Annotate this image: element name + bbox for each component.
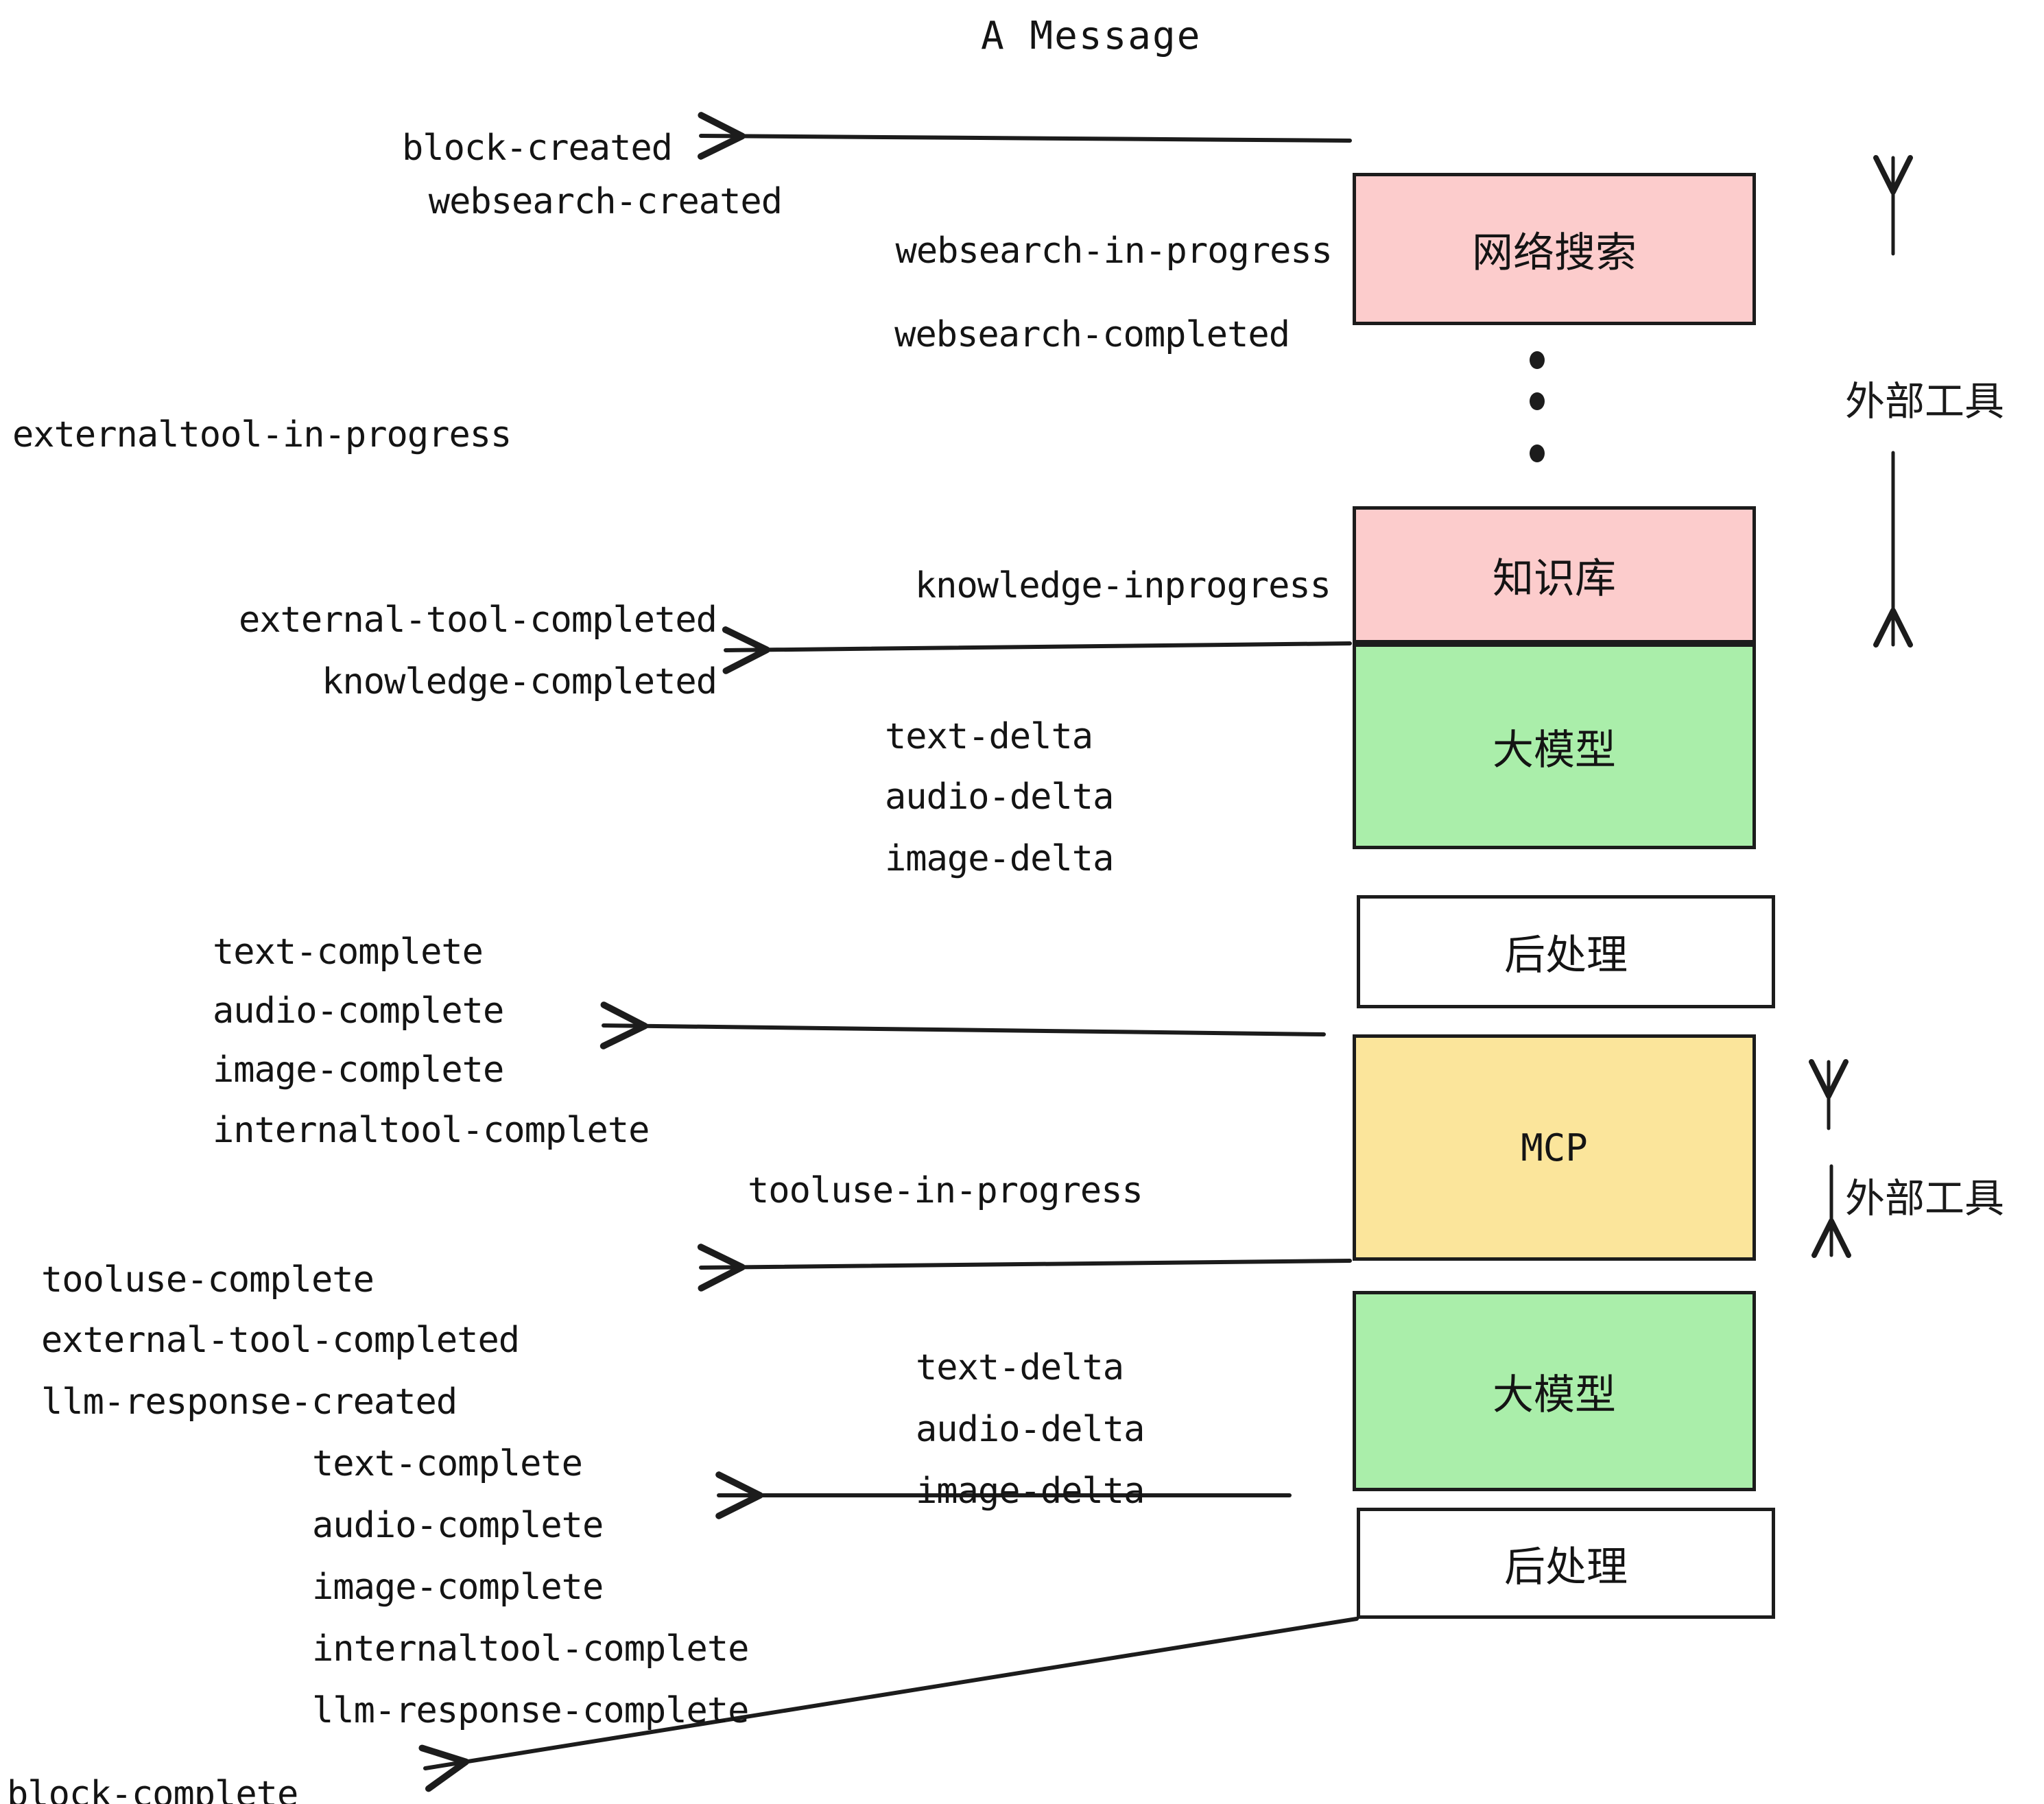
event-label-audio-delta-2: audio-delta <box>916 1409 1145 1450</box>
event-label-text-delta-2: text-delta <box>916 1347 1124 1388</box>
event-label-image-complete-2: image-complete <box>312 1567 604 1608</box>
event-label-knowledge-inprogress: knowledge-inprogress <box>914 565 1331 606</box>
event-label-block-created: block-created <box>402 128 673 169</box>
box-postprocess-1: 后处理 <box>1357 895 1775 1008</box>
event-label-image-delta-1: image-delta <box>885 838 1114 879</box>
side-label-external-tools-top: 外部工具 <box>1845 378 2005 425</box>
event-label-internaltool-complete-2: internaltool-complete <box>312 1628 749 1670</box>
event-label-externaltool-in-progress: externaltool-in-progress <box>12 414 512 455</box>
box-websearch: 网络搜索 <box>1353 173 1756 325</box>
event-label-audio-complete-1: audio-complete <box>213 990 504 1032</box>
arrow-image-complete <box>599 1001 1326 1049</box>
event-label-image-delta-2: image-delta <box>916 1471 1145 1512</box>
box-postprocess-2: 后处理 <box>1357 1508 1775 1619</box>
event-label-block-complete: block-complete <box>7 1774 298 1804</box>
event-label-text-delta-1: text-delta <box>885 716 1093 757</box>
event-label-websearch-created: websearch-created <box>428 181 783 222</box>
box-llm-2: 大模型 <box>1353 1291 1756 1491</box>
page-title: A Message <box>981 14 1202 58</box>
event-label-text-complete-1: text-complete <box>213 931 484 973</box>
event-label-llm-response-complete: llm-response-complete <box>312 1690 749 1731</box>
event-label-internaltool-complete-1: internaltool-complete <box>213 1110 650 1151</box>
side-label-external-tools-bottom: 外部工具 <box>1845 1175 2005 1222</box>
event-label-tooluse-complete: tooluse-complete <box>41 1259 375 1301</box>
event-label-tooluse-in-progress: tooluse-in-progress <box>748 1170 1143 1211</box>
event-label-websearch-in-progress: websearch-in-progress <box>895 230 1333 272</box>
event-label-knowledge-completed: knowledge-completed <box>322 661 717 702</box>
event-label-llm-response-created: llm-response-created <box>41 1381 457 1423</box>
arrow-knowledge-completed <box>722 626 1352 674</box>
box-llm-1: 大模型 <box>1353 643 1756 849</box>
event-label-external-tool-completed-1: external-tool-completed <box>238 600 717 641</box>
event-label-external-tool-completed-2: external-tool-completed <box>41 1320 520 1361</box>
box-mcp: MCP <box>1353 1034 1756 1261</box>
box-knowledge: 知识库 <box>1353 506 1756 643</box>
ellipsis-dot-3-icon <box>1530 444 1545 462</box>
arrow-tooluse-complete <box>697 1244 1352 1292</box>
ellipsis-dot-2-icon <box>1530 392 1545 410</box>
event-label-audio-delta-1: audio-delta <box>885 776 1114 818</box>
event-label-audio-complete-2: audio-complete <box>312 1505 604 1546</box>
ellipsis-dot-1-icon <box>1530 351 1545 369</box>
event-label-websearch-completed: websearch-completed <box>894 314 1290 355</box>
arrow-block-created <box>697 112 1352 160</box>
event-label-text-complete-2: text-complete <box>312 1443 583 1484</box>
event-label-image-complete-1: image-complete <box>213 1049 504 1091</box>
